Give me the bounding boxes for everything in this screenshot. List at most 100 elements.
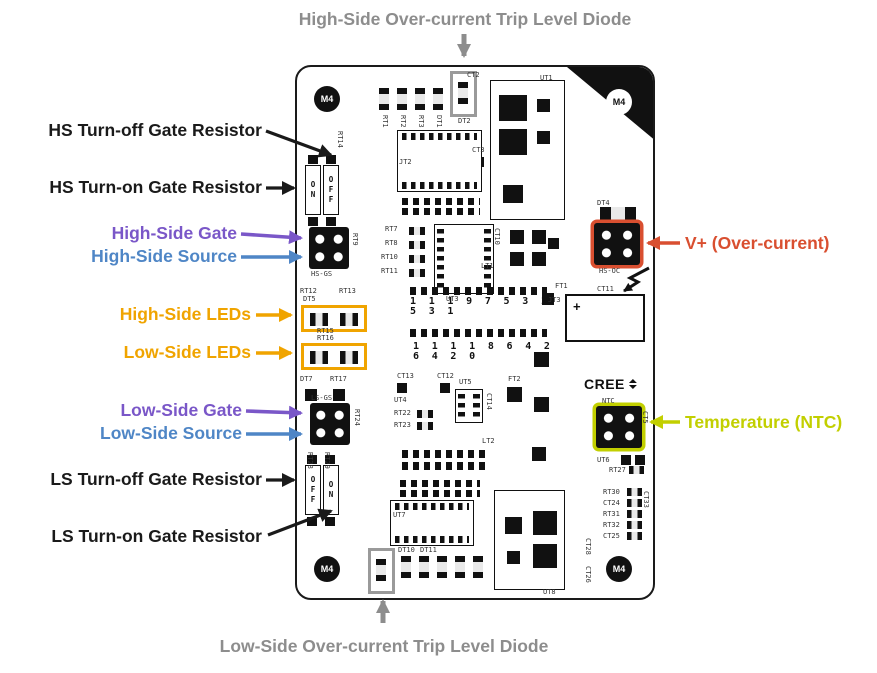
label-low-side-gate: Low-Side Gate (120, 400, 242, 420)
label-hs-turnoff-resistor: HS Turn-off Gate Resistor (48, 120, 262, 140)
ref-ft1: FT1 (555, 282, 568, 290)
pin-number: 5 (503, 296, 510, 307)
smd-component (409, 269, 425, 277)
ref-dt4: DT4 (597, 199, 610, 207)
ref-rt10: RT10 (381, 253, 398, 261)
smd-component (533, 511, 557, 535)
ref-ct13: CT13 (397, 372, 414, 380)
label-temperature-ntc: Temperature (NTC) (685, 412, 843, 432)
smd-component (533, 544, 557, 568)
pin-number: 1 6 (413, 341, 420, 362)
smd-component (548, 238, 559, 249)
smd-component (503, 185, 523, 203)
smd-component (534, 352, 549, 367)
smd-component (379, 88, 389, 110)
pin-number: 1 1 (447, 296, 454, 317)
ref-rt8: RT8 (385, 239, 398, 247)
high-side-leds-box (301, 305, 367, 332)
ref-ct33: CT33 (642, 491, 650, 508)
smd-component (397, 383, 407, 393)
ref-dt7: DT7 (300, 375, 313, 383)
smd-component (417, 422, 433, 430)
arrow-ls-gate (245, 405, 303, 420)
low-side-leds-box (301, 343, 367, 370)
ref-rt11: RT11 (381, 267, 398, 275)
ref-ut7: UT7 (393, 511, 406, 519)
ref-ct12: CT12 (437, 372, 454, 380)
smd-component (305, 389, 317, 401)
overcurrent-flash-icon (623, 266, 650, 293)
pin-row (400, 490, 480, 497)
ref-rt15: RT15 (317, 327, 334, 335)
label-hs-oc-trip-diode: High-Side Over-current Trip Level Diode (298, 9, 632, 29)
smd-component (542, 293, 554, 305)
jumper-ls-turn-off: OFF (305, 465, 321, 515)
ref-ft2: FT2 (508, 375, 521, 383)
ref-dt1: DT1 (435, 115, 443, 128)
ref-rt24: RT24 (353, 409, 361, 426)
arrow-hs-gate (240, 230, 303, 245)
jumper-pad (326, 217, 336, 226)
pin-number: 1 4 (431, 341, 438, 362)
smd-component (505, 517, 522, 534)
ref-lt2: LT2 (482, 437, 495, 445)
label-high-side-leds: High-Side LEDs (119, 304, 251, 324)
smd-component (507, 551, 520, 564)
smd-component (409, 241, 425, 249)
pin-number: 9 (466, 296, 473, 307)
hs-gate-source-connector (309, 227, 349, 269)
smd-component (433, 88, 443, 110)
cap-polarity-plus: + (573, 299, 581, 314)
ref-dt5: DT5 (303, 295, 316, 303)
ic-ut1 (490, 80, 565, 220)
ref-ct25: CT25 (603, 532, 620, 540)
smd-component (440, 383, 450, 393)
ref-rt28: RT28 (306, 452, 314, 469)
ic-jt2 (397, 130, 482, 192)
pin-row (400, 480, 480, 487)
mount-hole-top-right: M4 (606, 89, 632, 115)
mount-hole-bottom-left: M4 (314, 556, 340, 582)
smd-component (532, 447, 546, 461)
smd-component (507, 387, 522, 402)
ls-trip-diode (376, 559, 386, 581)
smd-component (499, 129, 527, 155)
label-ls-turnon-resistor: LS Turn-on Gate Resistor (51, 526, 262, 546)
mount-hole-top-left: M4 (314, 86, 340, 112)
ref-ut8: UT8 (543, 588, 556, 596)
pin-number: 8 (487, 341, 494, 352)
label-high-side-gate: High-Side Gate (111, 223, 237, 243)
ref-rt14: RT14 (336, 131, 344, 148)
ref-rt13: RT13 (339, 287, 356, 295)
ref-jt3: JT3 (548, 296, 561, 304)
pin-row (410, 329, 547, 337)
ref-dt2: DT2 (458, 117, 471, 125)
hs-trip-diode-highlight-box (450, 71, 477, 117)
ref-ct24: CT24 (603, 499, 620, 507)
jumper-ls-turn-on: ON (323, 465, 339, 515)
pin-number: 7 (484, 296, 491, 307)
ref-rt31: RT31 (603, 510, 620, 518)
smd-component (437, 556, 447, 578)
pin-row (402, 450, 487, 458)
jumper-pad (307, 455, 317, 464)
label-vplus-overcurrent: V+ (Over-current) (685, 233, 830, 253)
led-component (340, 313, 358, 326)
ref-rt30: RT30 (603, 488, 620, 496)
pin-row (402, 208, 480, 215)
ref-ct3: CT3 (472, 146, 485, 154)
jumper-pad (308, 217, 318, 226)
jumper-pad (325, 455, 335, 464)
diode-dt4 (600, 207, 636, 221)
ref-ct28: CT28 (584, 538, 592, 555)
vplus-overcurrent-connector (594, 223, 640, 265)
ls-trip-diode-highlight-box (368, 548, 395, 594)
ref-ntc: NTC (602, 397, 615, 405)
cree-logo-diamond-icon (627, 379, 638, 389)
jumper-pad (326, 155, 336, 164)
smd-component (333, 389, 345, 401)
ref-rt1: RT1 (381, 115, 389, 128)
